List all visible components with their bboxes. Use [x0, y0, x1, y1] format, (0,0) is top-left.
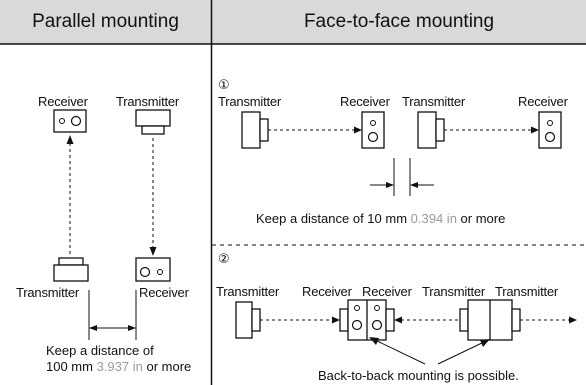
parallel-note-line2: 100 mm 3.937 in or more: [46, 359, 191, 374]
f1-note-prefix: Keep a distance of 10 mm: [256, 211, 408, 226]
f1-dim-arrow-right: [410, 182, 418, 188]
parallel-dim-arrow-left: [89, 325, 97, 331]
f2-label-4: Transmitter: [422, 284, 486, 299]
parallel-label-transmitter-bottom: Transmitter: [16, 285, 80, 300]
f1-note-suffix: or more: [460, 211, 506, 226]
parallel-note-line1: Keep a distance of: [46, 343, 154, 358]
parallel-dim-arrow-right: [128, 325, 136, 331]
parallel-note-value: 100 mm: [46, 359, 93, 374]
f1-receiver-1-icon: [361, 111, 385, 149]
f2-marker: ②: [218, 252, 230, 267]
f1-label-3: Transmitter: [402, 94, 466, 109]
f2-pointer-arrow-right: [480, 339, 490, 347]
parallel-arrowhead-up: [66, 135, 74, 144]
f2-arrowhead-2: [394, 316, 402, 324]
parallel-note-suffix: or more: [146, 359, 192, 374]
header-parallel: Parallel mounting: [32, 11, 179, 32]
f1-transmitter-1-icon: [241, 111, 269, 149]
parallel-note-alt: 3.937 in: [96, 359, 143, 374]
f1-note: Keep a distance of 10 mm 0.394 in or mor…: [256, 211, 505, 226]
parallel-transmitter-top-icon: [135, 109, 171, 135]
parallel-label-receiver-bottom: Receiver: [139, 285, 189, 300]
f1-label-2: Receiver: [340, 94, 390, 109]
header-face-to-face: Face-to-face mounting: [303, 11, 495, 32]
parallel-transmitter-bottom-icon: [53, 257, 89, 282]
f1-note-alt: 0.394 in: [410, 211, 457, 226]
f2-back-to-back-transmitters-icon: [459, 299, 521, 341]
f2-label-3: Receiver: [362, 284, 412, 299]
f2-transmitter-icon: [235, 301, 261, 339]
parallel-arrowhead-down: [149, 247, 157, 256]
f1-transmitter-2-icon: [417, 111, 445, 149]
f2-back-to-back-receivers-icon: [339, 299, 395, 341]
f2-arrowhead-3: [569, 316, 577, 324]
parallel-label-receiver-top: Receiver: [38, 94, 88, 109]
f1-arrowhead-1: [354, 126, 362, 134]
f2-note: Back-to-back mounting is possible.: [318, 368, 519, 383]
f2-label-5: Transmitter: [495, 284, 559, 299]
parallel-receiver-bottom-icon: [135, 257, 171, 282]
f1-label-1: Transmitter: [218, 94, 282, 109]
header-band: [0, 0, 586, 44]
parallel-label-transmitter-top: Transmitter: [116, 94, 180, 109]
f1-dim-arrow-left: [386, 182, 394, 188]
f2-arrowhead-1: [332, 316, 340, 324]
f2-pointer-left: [374, 339, 426, 365]
f1-marker: ①: [218, 78, 230, 93]
parallel-receiver-top-icon: [53, 109, 87, 133]
f1-label-4: Receiver: [518, 94, 568, 109]
f2-pointer-right: [437, 341, 485, 365]
f2-label-1: Transmitter: [216, 284, 280, 299]
f1-arrowhead-2: [531, 126, 539, 134]
f2-label-2: Receiver: [302, 284, 352, 299]
f2-pointer-arrow-left: [369, 337, 379, 345]
f1-receiver-2-icon: [538, 111, 562, 149]
